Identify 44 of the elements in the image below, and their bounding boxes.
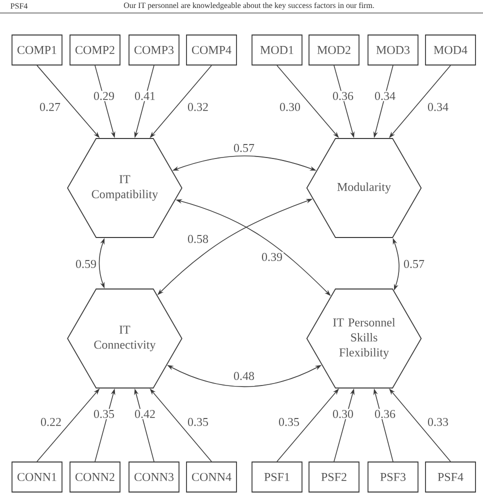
construct-hexagon: Modularity <box>306 138 422 238</box>
indicator-box: CONN4 <box>186 462 237 492</box>
edge-label: 0.39 <box>260 252 284 262</box>
edge-label: 0.35 <box>92 408 116 420</box>
indicator-box: MOD4 <box>425 34 476 66</box>
edge-label: 0.35 <box>186 416 210 428</box>
indicator-box: PSF3 <box>368 462 418 492</box>
edge-label: 0.36 <box>332 90 354 102</box>
indicator-box: MOD2 <box>308 34 360 66</box>
indicator-box: CONN2 <box>70 462 120 492</box>
item-text: Our IT personnel are knowledgeable about the key success factors in our firm. <box>124 2 374 10</box>
edge-label: 0.30 <box>278 102 302 112</box>
indicator-box: MOD1 <box>252 34 302 66</box>
edge-label: 0.29 <box>92 90 116 102</box>
indicator-box: COMP1 <box>12 34 62 66</box>
edge-label: 0.36 <box>374 408 396 420</box>
indicator-box: COMP4 <box>186 34 237 66</box>
indicator-box: MOD3 <box>368 34 418 66</box>
edge-label: 0.33 <box>426 416 450 428</box>
edge-label: 0.22 <box>40 416 62 428</box>
edge-label: 0.48 <box>232 370 256 382</box>
indicator-box: PSF1 <box>252 462 302 492</box>
edge-label: 0.58 <box>186 234 210 244</box>
construct-hexagon: IT Compatibility <box>67 138 182 238</box>
edge-label: 0.41 <box>134 90 156 102</box>
indicator-box: PSF2 <box>308 462 360 492</box>
edge-label: 0.57 <box>232 142 256 154</box>
edge-label: 0.30 <box>332 408 354 420</box>
indicator-box: COMP2 <box>70 34 120 66</box>
edge-label: 0.42 <box>134 408 156 420</box>
indicator-box: CONN3 <box>128 462 180 492</box>
edge-label: 0.32 <box>186 102 210 112</box>
edge-label: 0.27 <box>38 102 62 112</box>
edge-label: 0.34 <box>374 90 396 102</box>
construct-hexagon: IT Connectivity <box>67 288 182 388</box>
indicator-box: CONN1 <box>12 462 62 492</box>
edge-label: 0.59 <box>74 258 98 270</box>
edge-label: 0.57 <box>402 258 426 270</box>
edge-label: 0.35 <box>278 416 300 428</box>
edge-label: 0.34 <box>426 102 450 112</box>
construct-hexagon: IT Personnel Skills Flexibility <box>306 288 422 388</box>
indicator-box: COMP3 <box>128 34 180 66</box>
indicator-box: PSF4 <box>425 462 476 492</box>
item-code: PSF4 <box>10 3 28 9</box>
